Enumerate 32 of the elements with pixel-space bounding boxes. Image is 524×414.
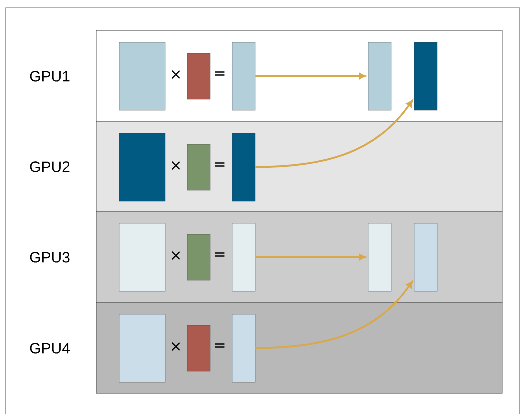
- equals-sign: =: [215, 162, 225, 167]
- times-sign: ×: [172, 252, 180, 260]
- matrix-block: [187, 53, 211, 100]
- matrix-block: [119, 222, 166, 292]
- arrow: [256, 281, 414, 350]
- gpu-label: GPU3: [30, 252, 70, 263]
- arrow: [256, 100, 414, 168]
- matrix-block: [187, 144, 211, 191]
- matrix-block: [368, 42, 392, 111]
- matrix-block: [119, 314, 166, 383]
- equals-sign: =: [215, 72, 225, 76]
- arrow: [256, 73, 366, 80]
- times-sign: ×: [172, 70, 180, 80]
- matrix-block: [414, 42, 438, 111]
- gpu-label: GPU1: [30, 71, 70, 82]
- times-sign: ×: [172, 342, 180, 351]
- matrix-block: [187, 325, 211, 372]
- times-sign: ×: [172, 162, 180, 170]
- matrix-block: [119, 133, 166, 202]
- matrix-block: [232, 314, 256, 383]
- equals-sign: =: [215, 252, 225, 257]
- matrix-block: [232, 222, 256, 292]
- gpu-label: GPU4: [30, 343, 70, 354]
- matrix-block: [232, 133, 256, 202]
- matrix-block: [414, 222, 438, 292]
- matrix-block: [368, 222, 392, 292]
- arrow: [256, 254, 366, 260]
- gpu-label: GPU2: [30, 162, 70, 172]
- matrix-block: [187, 234, 211, 281]
- equals-sign: =: [215, 344, 225, 348]
- matrix-block: [119, 42, 166, 111]
- matrix-block: [232, 42, 256, 111]
